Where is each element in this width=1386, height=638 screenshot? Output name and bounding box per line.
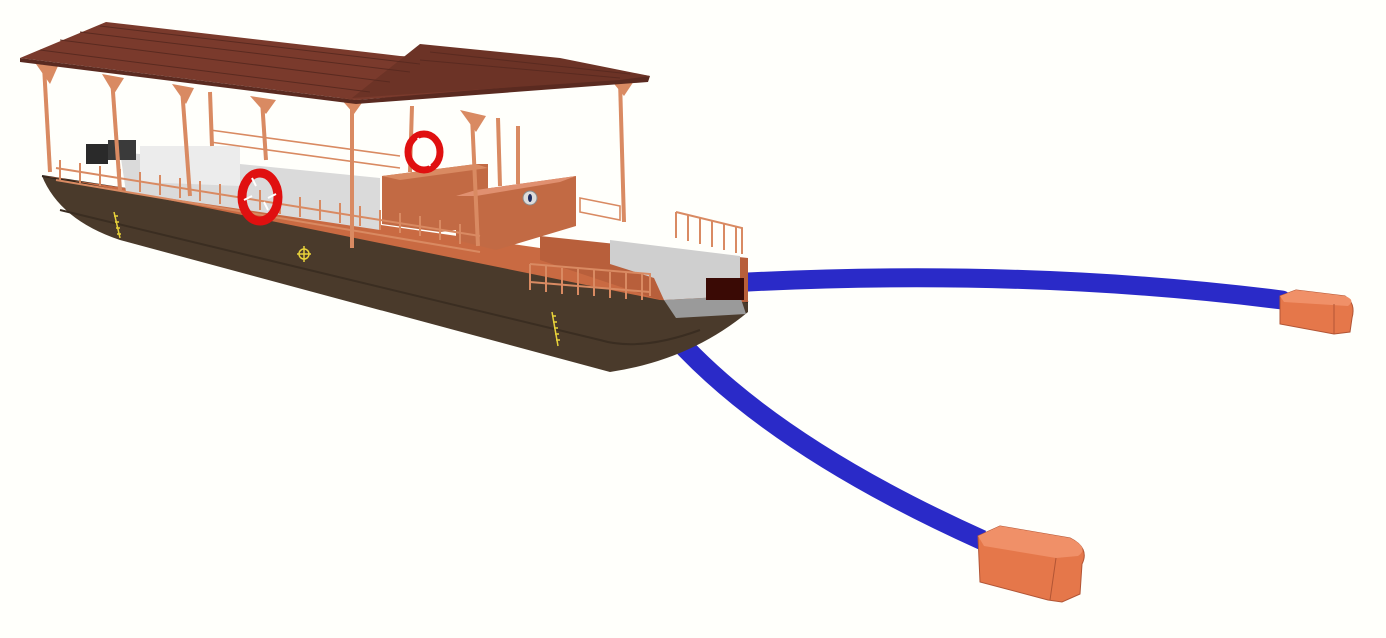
cabin-wall <box>140 146 240 186</box>
porthole-icon <box>522 190 538 206</box>
rear-hatch <box>706 278 744 300</box>
aft-railing <box>529 263 651 300</box>
float-block-right <box>1279 289 1354 335</box>
canopy-roof <box>20 22 650 104</box>
mooring-hose-upper <box>738 268 1292 310</box>
float-block-left <box>977 525 1085 603</box>
plimsoll-mark-icon <box>297 246 311 262</box>
draft-mark-icon <box>551 311 560 347</box>
draft-mark-icon <box>113 211 121 239</box>
life-ring-icon <box>404 130 444 174</box>
engine-housing <box>382 164 576 250</box>
upper-railing <box>209 129 621 221</box>
life-ring-icon <box>237 168 283 226</box>
mooring-hose-lower <box>654 315 987 550</box>
stern-railing <box>675 211 743 254</box>
